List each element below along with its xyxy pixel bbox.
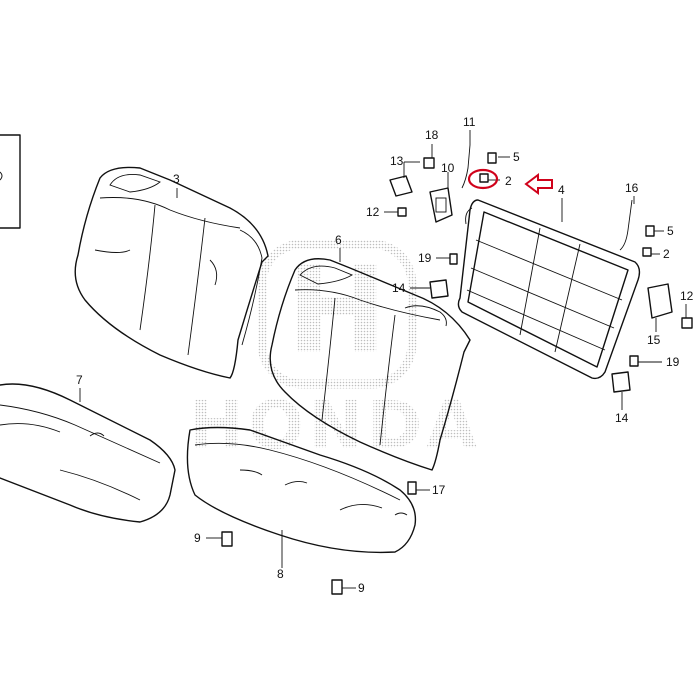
nut-part-2-highlighted bbox=[479, 173, 489, 183]
callout-6: 6 bbox=[335, 233, 342, 247]
nut-part-2-right bbox=[642, 247, 652, 257]
callout-12-left: 12 bbox=[366, 205, 380, 219]
bolt-part-17 bbox=[407, 481, 417, 495]
callout-7: 7 bbox=[76, 373, 83, 387]
watermark-brand-text: HONDA bbox=[189, 387, 481, 464]
callout-17: 17 bbox=[432, 483, 446, 497]
callout-13: 13 bbox=[390, 154, 404, 168]
highlight-arrow-icon bbox=[524, 173, 553, 195]
seat-back-center-part-6 bbox=[269, 258, 471, 471]
latch-part-15 bbox=[647, 283, 673, 319]
seat-cushion-center-part-8 bbox=[186, 426, 417, 554]
callout-19-right: 19 bbox=[666, 355, 680, 369]
clip-part-14-right bbox=[611, 371, 631, 393]
hinge-bracket-part-10 bbox=[429, 187, 453, 223]
cable-part-16 bbox=[619, 199, 633, 251]
callout-2-highlighted: 2 bbox=[505, 174, 512, 188]
callout-9-bottom: 9 bbox=[358, 581, 365, 595]
clip-part-9-bottom bbox=[331, 579, 343, 595]
bolt-part-12-right bbox=[681, 317, 693, 329]
callout-16: 16 bbox=[625, 181, 639, 195]
callout-12-right: 12 bbox=[680, 289, 694, 303]
callout-5-right: 5 bbox=[667, 224, 674, 238]
seat-frame-part-4 bbox=[457, 199, 641, 380]
bolt-part-19-left bbox=[449, 253, 458, 265]
callout-19-left: 19 bbox=[418, 251, 432, 265]
seat-cushion-left-part-7 bbox=[0, 383, 176, 523]
callout-2-right: 2 bbox=[663, 247, 670, 261]
bolt-part-5-top bbox=[487, 152, 497, 164]
callout-14-right: 14 bbox=[615, 411, 629, 425]
bolt-part-12-left bbox=[397, 207, 407, 217]
seat-back-left-part-3 bbox=[74, 166, 269, 379]
clip-part-9-left bbox=[221, 531, 233, 547]
cable-part-11 bbox=[461, 144, 471, 189]
callout-5-top: 5 bbox=[513, 150, 520, 164]
clip-part-14-left bbox=[429, 279, 449, 299]
frame-fragment bbox=[0, 134, 21, 229]
callout-4: 4 bbox=[558, 183, 565, 197]
callout-10: 10 bbox=[441, 161, 455, 175]
callout-11: 11 bbox=[463, 115, 476, 129]
callout-3: 3 bbox=[173, 172, 180, 186]
callout-15: 15 bbox=[647, 333, 661, 347]
callout-8: 8 bbox=[277, 567, 284, 581]
bracket-part-13 bbox=[389, 175, 413, 197]
callout-14-left: 14 bbox=[392, 281, 406, 295]
highlight-circle bbox=[467, 168, 499, 190]
bolt-part-18 bbox=[423, 157, 435, 169]
watermark-monogram: H bbox=[287, 242, 387, 381]
bolt-part-5-right bbox=[645, 225, 655, 237]
honda-watermark: H HONDA bbox=[189, 239, 481, 464]
callout-18: 18 bbox=[425, 128, 439, 142]
callout-9-left: 9 bbox=[194, 531, 201, 545]
bolt-part-19-right bbox=[629, 355, 639, 367]
